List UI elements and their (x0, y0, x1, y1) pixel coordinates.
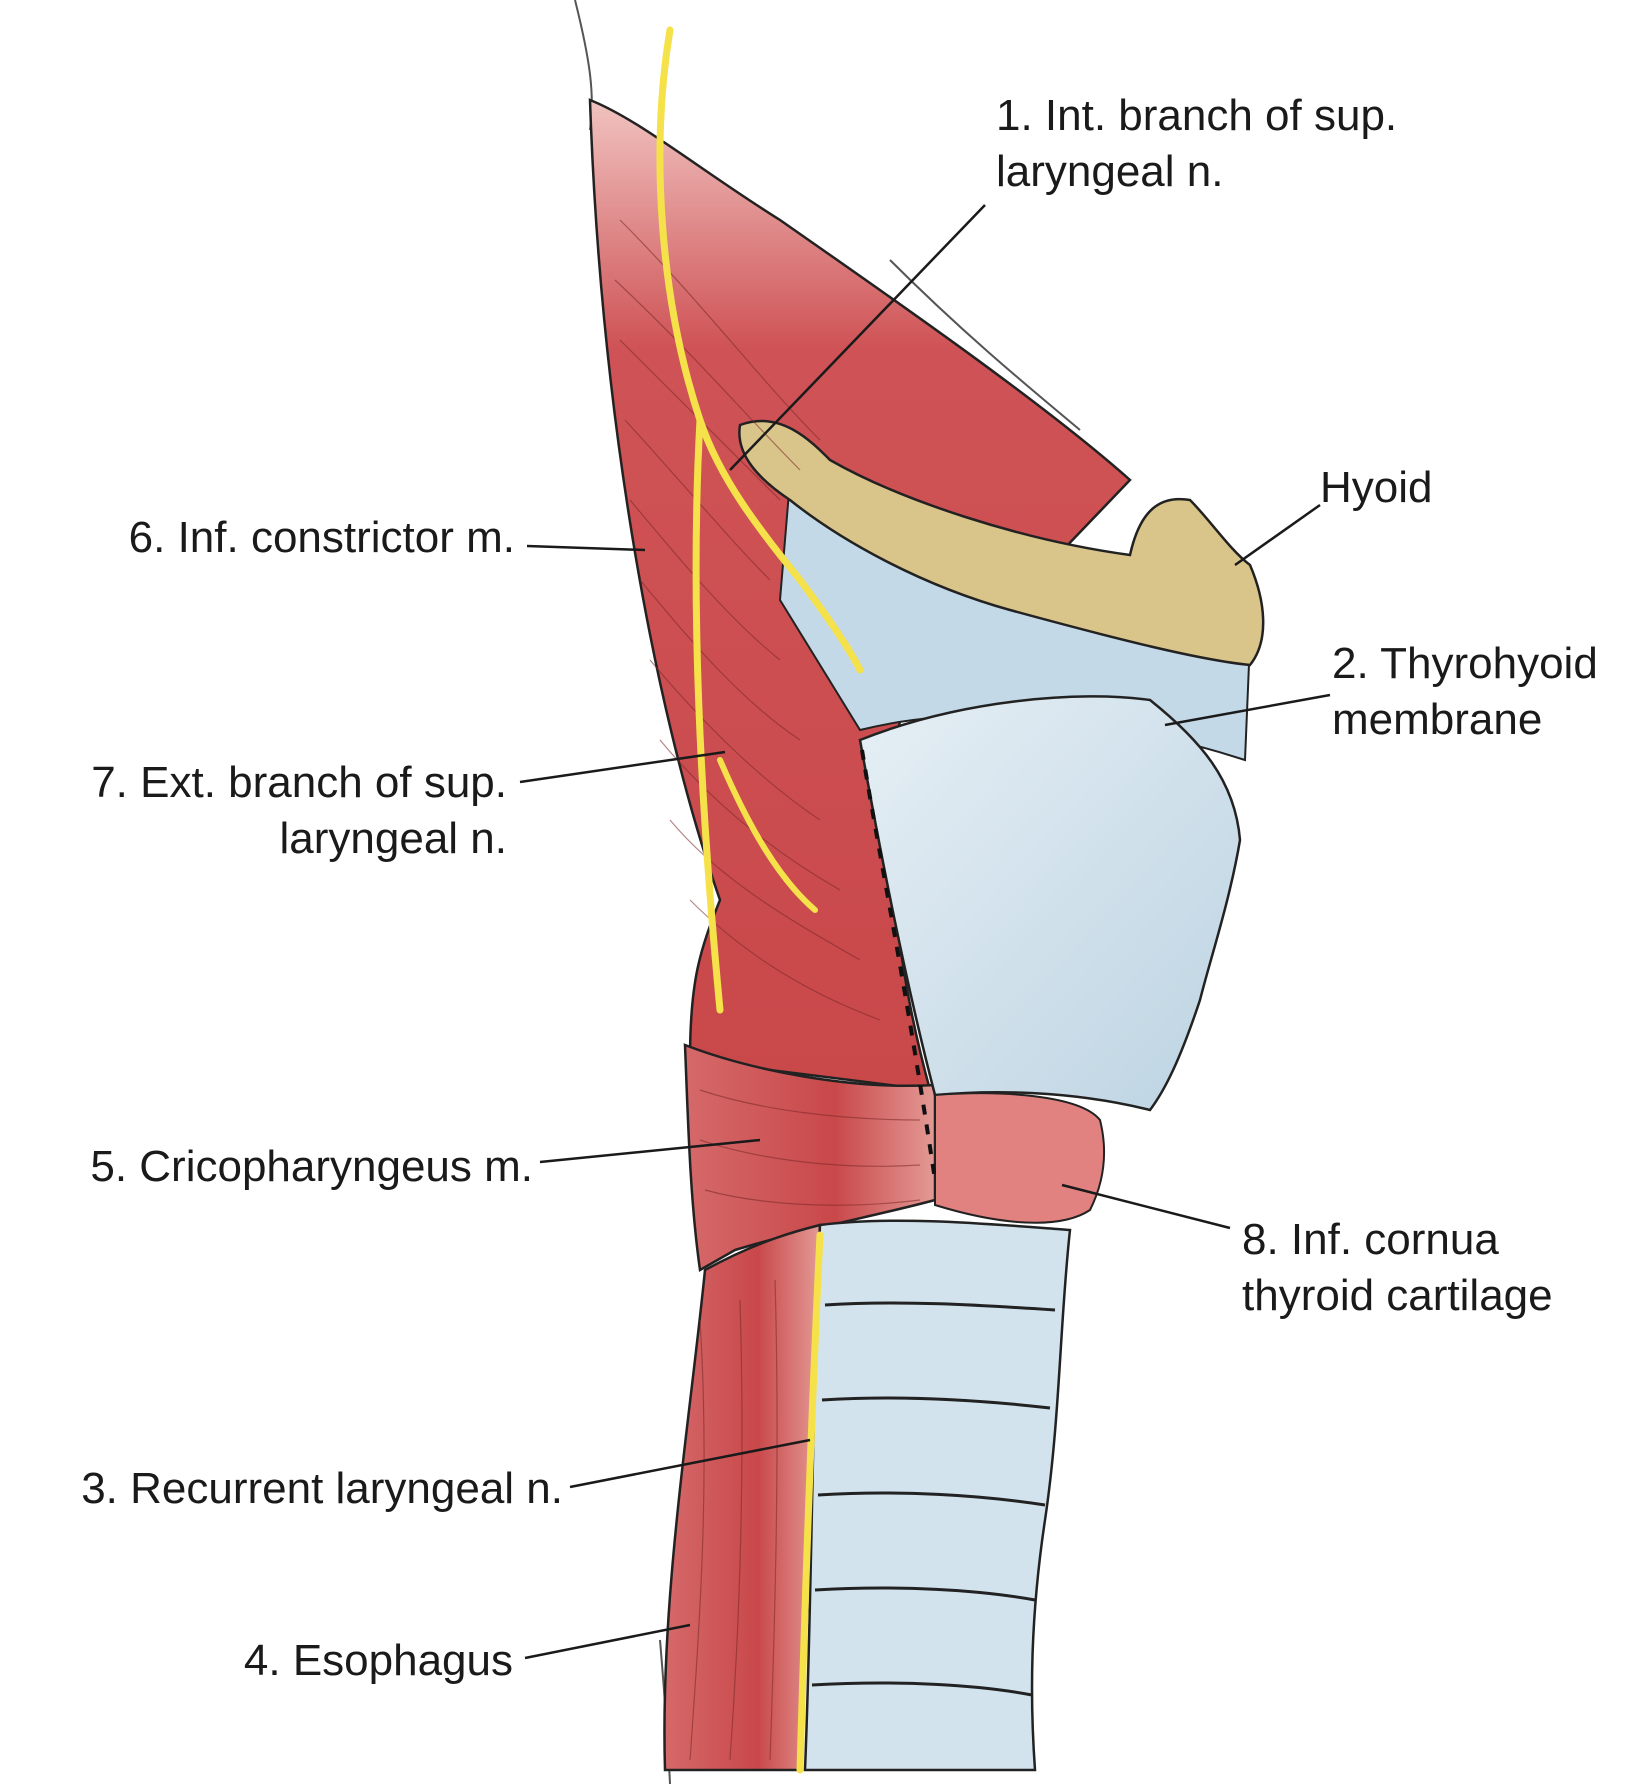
leader-line-hyoid (1234, 503, 1321, 567)
tracheal-ring (814, 1586, 1036, 1602)
hyoid-bone-shape (738, 419, 1265, 667)
superior-laryngeal-nerve (656, 26, 864, 674)
leader-line-ext-branch (519, 750, 726, 784)
label-inf-constrictor: 6. Inf. constrictor m. (129, 510, 515, 566)
label-cricopharyngeus-line1: 5. Cricopharyngeus m. (90, 1142, 533, 1191)
leader-line-cricopharyngeus (539, 1138, 761, 1164)
label-int-branch: 1. Int. branch of sup. laryngeal n. (996, 88, 1397, 200)
leader-line-thyrohyoid (1164, 693, 1331, 727)
label-thyrohyoid: 2. Thyrohyoid membrane (1332, 636, 1598, 748)
label-cricopharyngeus: 5. Cricopharyngeus m. (90, 1139, 533, 1195)
thyroid-cartilage-shape (858, 695, 1242, 1112)
tracheal-ring (821, 1396, 1051, 1410)
leader-line-recurrent (569, 1438, 811, 1489)
label-int-branch-line2: laryngeal n. (996, 147, 1224, 196)
leader-line-int-branch (729, 204, 986, 471)
label-thyrohyoid-line1: 2. Thyrohyoid (1332, 639, 1598, 688)
label-hyoid: Hyoid (1320, 460, 1433, 516)
external-branch-nerve-fork (717, 757, 818, 913)
label-inf-cornua: 8. Inf. cornua thyroid cartilage (1242, 1212, 1553, 1324)
label-ext-branch-line2: laryngeal n. (279, 814, 507, 863)
esophagus-shape (663, 1223, 822, 1772)
label-inf-cornua-line1: 8. Inf. cornua (1242, 1215, 1499, 1264)
leader-lines (519, 204, 1331, 1660)
tracheal-ring (817, 1491, 1046, 1507)
label-esophagus: 4. Esophagus (244, 1633, 513, 1689)
label-recurrent-line1: 3. Recurrent laryngeal n. (81, 1464, 563, 1513)
leader-line-esophagus (524, 1623, 691, 1660)
label-esophagus-line1: 4. Esophagus (243, 1636, 513, 1685)
label-thyrohyoid-line2: membrane (1332, 695, 1543, 744)
recurrent-laryngeal-nerve (796, 1231, 824, 1774)
tracheal-ring (811, 1681, 1033, 1697)
dashed-incision-line (860, 749, 937, 1181)
label-hyoid-line1: Hyoid (1320, 463, 1433, 512)
label-ext-branch-line1: 7. Ext. branch of sup. (91, 758, 507, 807)
leader-line-inf-cornua (1061, 1183, 1231, 1230)
label-int-branch-line1: 1. Int. branch of sup. (996, 91, 1398, 140)
outer-contour-line (889, 259, 1081, 431)
leader-line-inf-constrictor (526, 544, 646, 552)
external-branch-nerve (692, 416, 724, 1014)
label-ext-branch: 7. Ext. branch of sup. laryngeal n. (91, 755, 507, 867)
muscle-fibers (614, 219, 921, 1761)
inferior-cornua-shape (934, 1092, 1106, 1224)
label-inf-constrictor-line1: 6. Inf. constrictor m. (128, 513, 515, 562)
tracheal-ring (824, 1301, 1056, 1312)
label-inf-cornua-line2: thyroid cartilage (1242, 1271, 1553, 1320)
label-recurrent: 3. Recurrent laryngeal n. (81, 1461, 563, 1517)
